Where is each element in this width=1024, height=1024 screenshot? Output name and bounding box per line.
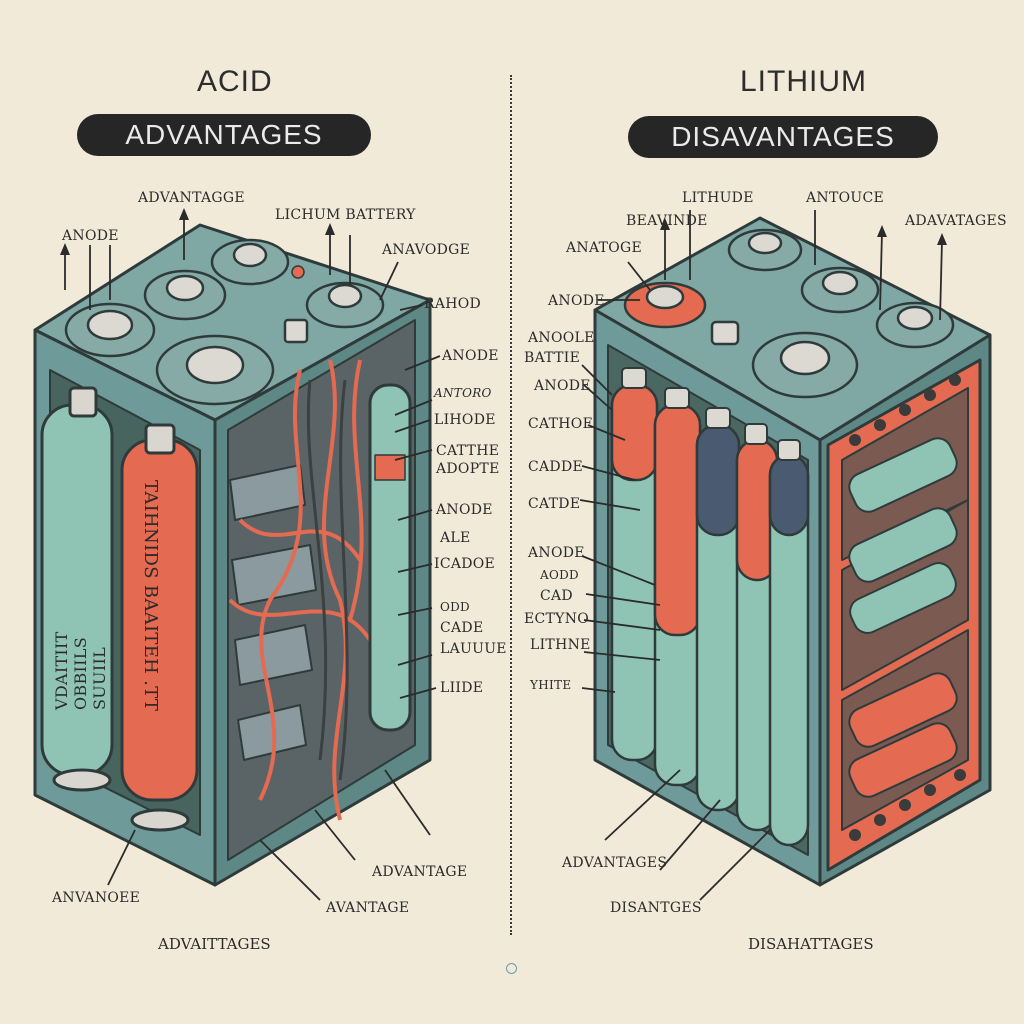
right-label-lithude: LITHUDE bbox=[682, 190, 754, 206]
left-label-cade: CADE bbox=[440, 620, 484, 636]
left-label-lihode: LIHODE bbox=[434, 412, 496, 428]
left-cell-green-text: VDAITIIT OBBIILS SUUIIL bbox=[52, 631, 109, 710]
left-label-advantage: ADVANTAGE bbox=[372, 864, 468, 880]
right-label-advantages: ADVANTAGES bbox=[562, 855, 668, 871]
right-label-beavinde: BEAVINDE bbox=[626, 213, 708, 229]
right-battery bbox=[593, 216, 992, 887]
right-label-yhite: YHITE bbox=[530, 678, 572, 692]
left-pill: ADVANTAGES bbox=[77, 114, 371, 156]
left-label-antoro: ANTORO bbox=[434, 386, 492, 400]
right-label-battie: BATTIE bbox=[524, 350, 581, 366]
right-label-anode-2: ANODE bbox=[534, 378, 591, 394]
right-footer: DISAHATTAGES bbox=[748, 935, 874, 953]
left-footer: ADVAITTAGES bbox=[158, 935, 271, 953]
right-label-adavatages: ADAVATAGES bbox=[905, 213, 1007, 229]
left-label-anavodge: ANAVODGE bbox=[382, 242, 471, 258]
right-label-cad: CAD bbox=[540, 588, 573, 604]
right-label-anoole: ANOOLE bbox=[528, 330, 595, 346]
left-label-lauuue: LAUUUE bbox=[440, 641, 507, 657]
left-label-odd: ODD bbox=[440, 600, 470, 614]
left-title: ACID bbox=[197, 65, 273, 98]
left-battery bbox=[33, 223, 432, 887]
left-label-rahod: RAHOD bbox=[424, 296, 482, 312]
left-label-lichum-battery: LICHUM BATTERY bbox=[275, 207, 416, 223]
left-label-adopte: ADOPTE bbox=[436, 461, 500, 477]
right-pill: DISAVANTAGES bbox=[628, 116, 938, 158]
right-label-lithne: LITHNE bbox=[530, 637, 591, 653]
left-label-anode-2: ANODE bbox=[436, 502, 493, 518]
right-label-anode-3: ANODE bbox=[528, 545, 585, 561]
small-circle-mark bbox=[506, 963, 517, 974]
left-cell-orange-text: TAIHNIDS BAAITEH .TT bbox=[140, 480, 161, 712]
right-label-cadde: CADDE bbox=[528, 459, 583, 475]
left-label-ale: ALE bbox=[440, 530, 471, 546]
right-label-antouce: ANTOUCE bbox=[806, 190, 885, 206]
left-label-anode-top: ANODE bbox=[62, 228, 119, 244]
right-title: LITHIUM bbox=[740, 65, 867, 98]
right-label-anode-1: ANODE bbox=[548, 293, 605, 309]
center-divider bbox=[510, 75, 512, 935]
right-label-catde: CATDE bbox=[528, 496, 581, 512]
left-label-advantagge: ADVANTAGGE bbox=[138, 190, 245, 206]
left-label-anvanoee: ANVANOEE bbox=[52, 890, 141, 906]
left-label-liide: LIIDE bbox=[440, 680, 484, 696]
right-label-aodd: AODD bbox=[540, 568, 579, 582]
right-label-cathoe: CATHOE bbox=[528, 416, 594, 432]
right-label-disantges: DISANTGES bbox=[610, 900, 702, 916]
left-label-anode-1: ANODE bbox=[442, 348, 499, 364]
left-label-catthe: CATTHE bbox=[436, 443, 500, 459]
right-label-anatoge: ANATOGE bbox=[566, 240, 643, 256]
left-cell-right bbox=[368, 383, 412, 732]
right-leader-lines bbox=[579, 210, 943, 901]
left-leader-lines bbox=[64, 215, 441, 901]
right-label-ectyno: ECTYNO bbox=[524, 611, 590, 627]
left-label-avantage: AVANTAGE bbox=[326, 900, 410, 916]
left-label-icadoe: ICADOE bbox=[434, 556, 496, 572]
